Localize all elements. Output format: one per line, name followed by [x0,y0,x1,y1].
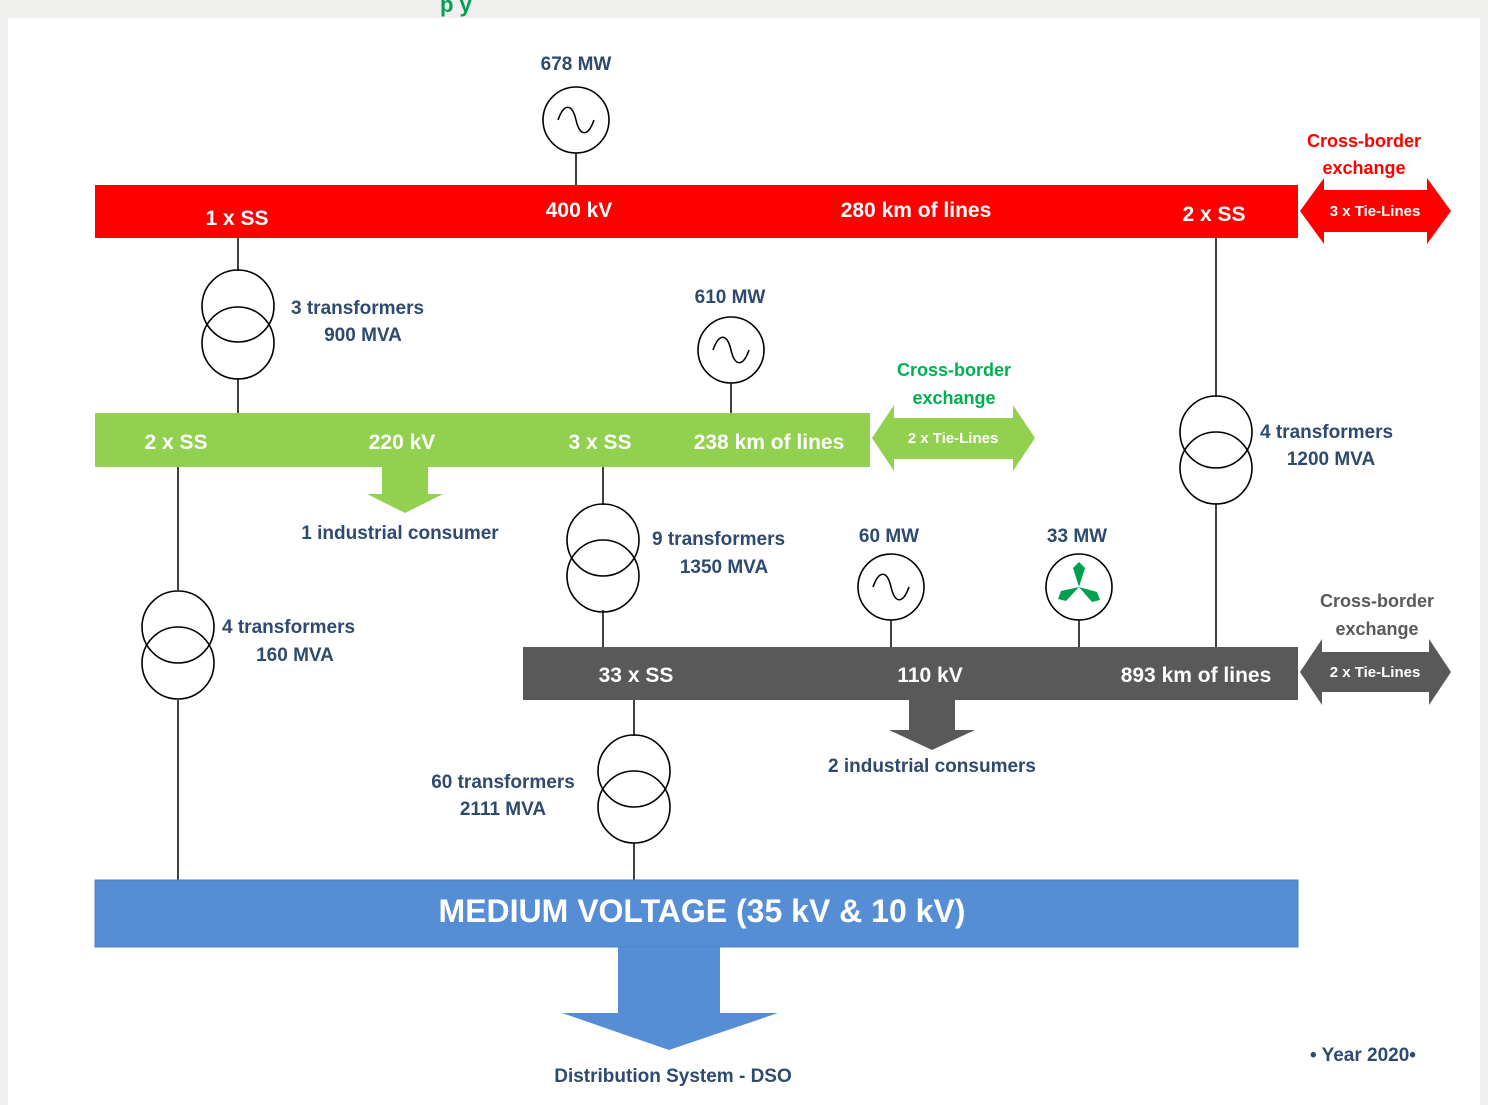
transformer-winding-icon [141,626,215,700]
header-title: p y [440,0,473,17]
tr400-110-mva: 1200 MVA [1287,449,1376,470]
cross-border-400-line2: exchange [1322,158,1405,178]
bus400-lines: 280 km of lines [841,199,992,222]
power-system-diagram: 1 x SS 400 kV 280 km of lines 2 x SS 3 x… [94,54,1451,1087]
bus400-right-ss: 2 x SS [1182,203,1245,226]
transformer-220-110-icon [566,503,640,577]
cross-border-110-line1: Cross-border [1320,591,1434,611]
medium-voltage-bus [94,879,1299,948]
tie-lines-110-label: 2 x Tie-Lines [1330,664,1421,681]
year-label: • Year 2020• [1310,1045,1416,1066]
tr400-220-count: 3 transformers [291,298,424,319]
bus400-voltage: 400 kV [546,199,613,222]
tr110-mv-mva: 2111 MVA [460,799,547,820]
bus110-ss: 33 x SS [599,664,674,687]
sine-icon [712,336,750,364]
tie-lines-220-arrow [872,405,1035,471]
bus110-voltage: 110 kV [897,664,962,687]
dso-label: Distribution System - DSO [554,1066,792,1087]
transformer-winding-icon [597,770,671,844]
medium-voltage-title: MEDIUM VOLTAGE (35 kV & 10 kV) [439,893,966,929]
tie-lines-220-label: 2 x Tie-Lines [908,430,999,447]
transformer-110-mv-icon [597,734,671,808]
connector-lines [177,152,1217,880]
tie-lines-400-label: 3 x Tie-Lines [1330,203,1421,220]
transformer-220-mv-icon [141,590,215,664]
consumer-110-arrow [889,700,975,750]
bus220-left-ss: 2 x SS [144,431,207,454]
bus220-voltage: 220 kV [369,431,436,454]
consumer-110-label: 2 industrial consumers [828,756,1036,777]
header-strip: p y [440,0,473,17]
tr220-110-count: 9 transformers [652,529,785,550]
wind33-label: 33 MW [1047,526,1107,547]
diagram-canvas: 1 x SS 400 kV 280 km of lines 2 x SS 3 x… [8,18,1480,1105]
tr220-110-mva: 1350 MVA [680,557,769,578]
bus-110kv [523,647,1298,700]
transformer-400-110-icon [1179,395,1253,469]
bus-220kv [95,413,870,467]
tr220-mv-count: 4 transformers [222,617,355,638]
tr220-mv-mva: 160 MVA [256,645,334,666]
transformer-400-220-icon [201,269,275,343]
transformer-winding-icon [566,539,640,613]
dso-arrow [562,947,778,1050]
cross-border-220-line2: exchange [912,388,995,408]
transformer-winding-icon [201,306,275,380]
bus-400kv [95,185,1298,238]
tr400-110-count: 4 transformers [1260,422,1393,443]
consumer-220-arrow [367,467,443,513]
gen610-label: 610 MW [695,287,766,308]
sine-icon [872,573,910,601]
sine-icon [557,106,595,134]
bus400-left-ss: 1 x SS [205,207,268,230]
wind-turbine-icon [1058,562,1100,602]
tie-lines-110-arrow [1300,639,1451,705]
tie-lines-400-arrow [1300,178,1451,244]
cross-border-110-line2: exchange [1335,619,1418,639]
bus220-ss: 3 x SS [568,431,631,454]
tr110-mv-count: 60 transformers [431,772,575,793]
gen60-label: 60 MW [859,526,919,547]
consumer-220-label: 1 industrial consumer [301,523,499,544]
cross-border-400-line1: Cross-border [1307,131,1421,151]
cross-border-220-line1: Cross-border [897,360,1011,380]
bus220-lines: 238 km of lines [694,431,845,454]
gen678-label: 678 MW [541,54,612,75]
bus110-lines: 893 km of lines [1121,664,1272,687]
transformer-winding-icon [1179,431,1253,505]
tr400-220-mva: 900 MVA [324,325,402,346]
